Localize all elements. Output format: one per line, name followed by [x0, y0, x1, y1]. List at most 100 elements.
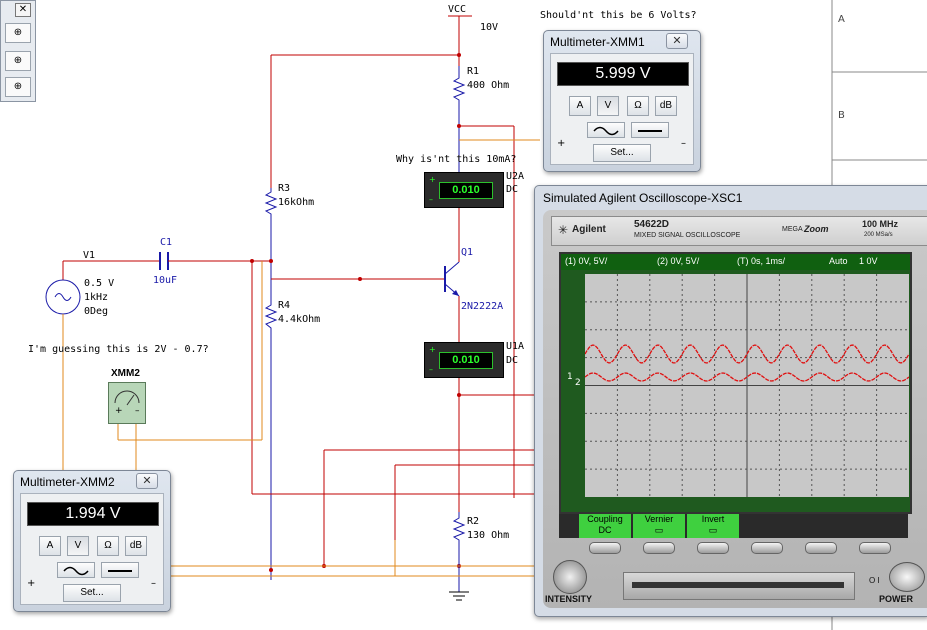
trigger-level: 1 0V: [859, 256, 878, 266]
q1-name: Q1: [461, 247, 474, 258]
xmm2-symbol[interactable]: + –: [108, 382, 146, 424]
r3-value: 16kOhm: [278, 197, 315, 208]
softkey-button-2[interactable]: [643, 542, 675, 554]
mode-db-button[interactable]: dB: [655, 96, 677, 116]
multimeter-xmm1-display: 5.999 V: [557, 62, 689, 86]
q1-model: 2N2222A: [461, 301, 504, 312]
ammeter-u1a-reading: 0.010: [439, 352, 493, 369]
vcc-value: 10V: [480, 22, 499, 33]
annotation-6v: Should'nt this be 6 Volts?: [540, 10, 697, 21]
model-label: 54622D: [634, 219, 670, 230]
softkey-button-4[interactable]: [751, 542, 783, 554]
ammeter-u2a[interactable]: + – 0.010: [424, 172, 504, 208]
ac-mode-button[interactable]: [57, 562, 95, 578]
ch1-setting: (1) 0V, 5V/: [565, 256, 608, 266]
ac-mode-button[interactable]: [587, 122, 625, 138]
waveform-grid: [584, 274, 910, 497]
positive-terminal-label: +: [27, 578, 36, 589]
sheet-row-label: A: [838, 14, 845, 25]
toolbar-tool-icon[interactable]: ⊕: [5, 23, 31, 43]
dc-line-icon: [108, 570, 132, 572]
softkey-invert[interactable]: Invert ▭: [687, 514, 739, 538]
svg-text:–: –: [135, 406, 140, 416]
close-icon[interactable]: ✕: [666, 33, 688, 49]
ch2-marker-icon: 2: [575, 378, 581, 388]
oscilloscope-window[interactable]: Simulated Agilent Oscilloscope-XSC1 ✳ Ag…: [534, 185, 927, 617]
oscilloscope-header: ✳ Agilent 54622D MIXED SIGNAL OSCILLOSCO…: [551, 216, 927, 246]
positive-terminal-label: +: [557, 138, 566, 149]
softkey-button-3[interactable]: [697, 542, 729, 554]
softkey-button-1[interactable]: [589, 542, 621, 554]
annotation-10ma: Why is'nt this 10mA?: [396, 154, 517, 165]
toolbar-close-icon[interactable]: ✕: [15, 3, 31, 17]
megazoom-logo-zoom: Zoom: [804, 224, 829, 234]
r1-name: R1: [467, 66, 480, 77]
v1-frequency: 1kHz: [84, 292, 109, 303]
ammeter-u1a[interactable]: + – 0.010: [424, 342, 504, 378]
intensity-knob-icon[interactable]: [553, 560, 587, 594]
dc-mode-button[interactable]: [631, 122, 669, 138]
agilent-logo-icon: ✳: [558, 223, 569, 237]
mode-a-button[interactable]: A: [39, 536, 61, 556]
svg-text:+: +: [115, 406, 123, 416]
negative-terminal-label: –: [681, 138, 686, 149]
c1-name: C1: [160, 237, 173, 248]
floppy-drive: [623, 572, 855, 600]
u1a-name: U1A: [506, 341, 525, 352]
power-button[interactable]: [889, 562, 925, 592]
v1-name: V1: [83, 250, 96, 261]
mode-v-button[interactable]: V: [597, 96, 619, 116]
dc-line-icon: [638, 130, 662, 132]
sheet-row-label: B: [838, 110, 845, 121]
r2-value: 130 Ohm: [467, 530, 510, 541]
sine-wave-icon: [593, 126, 619, 136]
ch2-setting: (2) 0V, 5V/: [657, 256, 700, 266]
dc-mode-button[interactable]: [101, 562, 139, 578]
power-label: POWER: [879, 594, 914, 604]
multimeter-xmm1-window[interactable]: Multimeter-XMM1 ✕ 5.999 V A V Ω dB Set..…: [543, 30, 701, 172]
mode-db-button[interactable]: dB: [125, 536, 147, 556]
r4-name: R4: [278, 300, 291, 311]
negative-terminal-label: –: [151, 578, 156, 589]
instrument-toolbar: ✕ ⊕ ⊕ ⊕: [0, 0, 36, 102]
checkbox-icon: ▭: [654, 525, 664, 535]
softkey-button-5[interactable]: [805, 542, 837, 554]
timebase-setting: (T) 0s, 1ms/: [737, 256, 786, 266]
mode-v-button[interactable]: V: [67, 536, 89, 556]
megazoom-logo: MEGA: [782, 226, 803, 233]
vcc-label: VCC: [448, 4, 467, 15]
settings-button[interactable]: Set...: [63, 584, 121, 602]
multimeter-xmm2-window[interactable]: Multimeter-XMM2 ✕ 1.994 V A V Ω dB Set..…: [13, 470, 171, 612]
toolbar-tool-icon[interactable]: ⊕: [5, 51, 31, 71]
trigger-mode: Auto: [829, 256, 848, 266]
v1-phase: 0Deg: [84, 306, 109, 317]
floppy-slot-icon: [632, 582, 844, 588]
toolbar-tool-icon[interactable]: ⊕: [5, 77, 31, 97]
softkey-coupling-label: Coupling: [587, 514, 623, 524]
channel2-trace: [584, 372, 910, 382]
u2a-mode: DC: [506, 184, 519, 195]
checkbox-icon: ▭: [708, 525, 718, 535]
softkey-vernier[interactable]: Vernier ▭: [633, 514, 685, 538]
bandwidth-label: 100 MHz: [862, 219, 899, 229]
close-icon[interactable]: ✕: [136, 473, 158, 489]
ch1-marker-icon: 1: [567, 372, 573, 382]
softkey-coupling[interactable]: Coupling DC: [579, 514, 631, 538]
ammeter-u2a-reading: 0.010: [439, 182, 493, 199]
brand-label: Agilent: [572, 224, 606, 235]
softkey-invert-label: Invert: [701, 514, 725, 524]
c1-value: 10uF: [153, 275, 178, 286]
waveform-display: [584, 274, 910, 497]
softkey-bar: Coupling DC Vernier ▭ Invert ▭: [559, 514, 908, 538]
settings-button[interactable]: Set...: [593, 144, 651, 162]
softkey-button-6[interactable]: [859, 542, 891, 554]
mode-ohm-button[interactable]: Ω: [97, 536, 119, 556]
mode-a-button[interactable]: A: [569, 96, 591, 116]
channel1-trace: [584, 344, 910, 364]
mode-ohm-button[interactable]: Ω: [627, 96, 649, 116]
oscilloscope-title: Simulated Agilent Oscilloscope-XSC1: [543, 191, 743, 205]
r2-name: R2: [467, 516, 480, 527]
multimeter-xmm1-title: Multimeter-XMM1: [550, 35, 645, 49]
oscilloscope-screen: (1) 0V, 5V/ (2) 0V, 5V/ (T) 0s, 1ms/ Aut…: [559, 252, 912, 514]
r4-value: 4.4kOhm: [278, 314, 321, 325]
